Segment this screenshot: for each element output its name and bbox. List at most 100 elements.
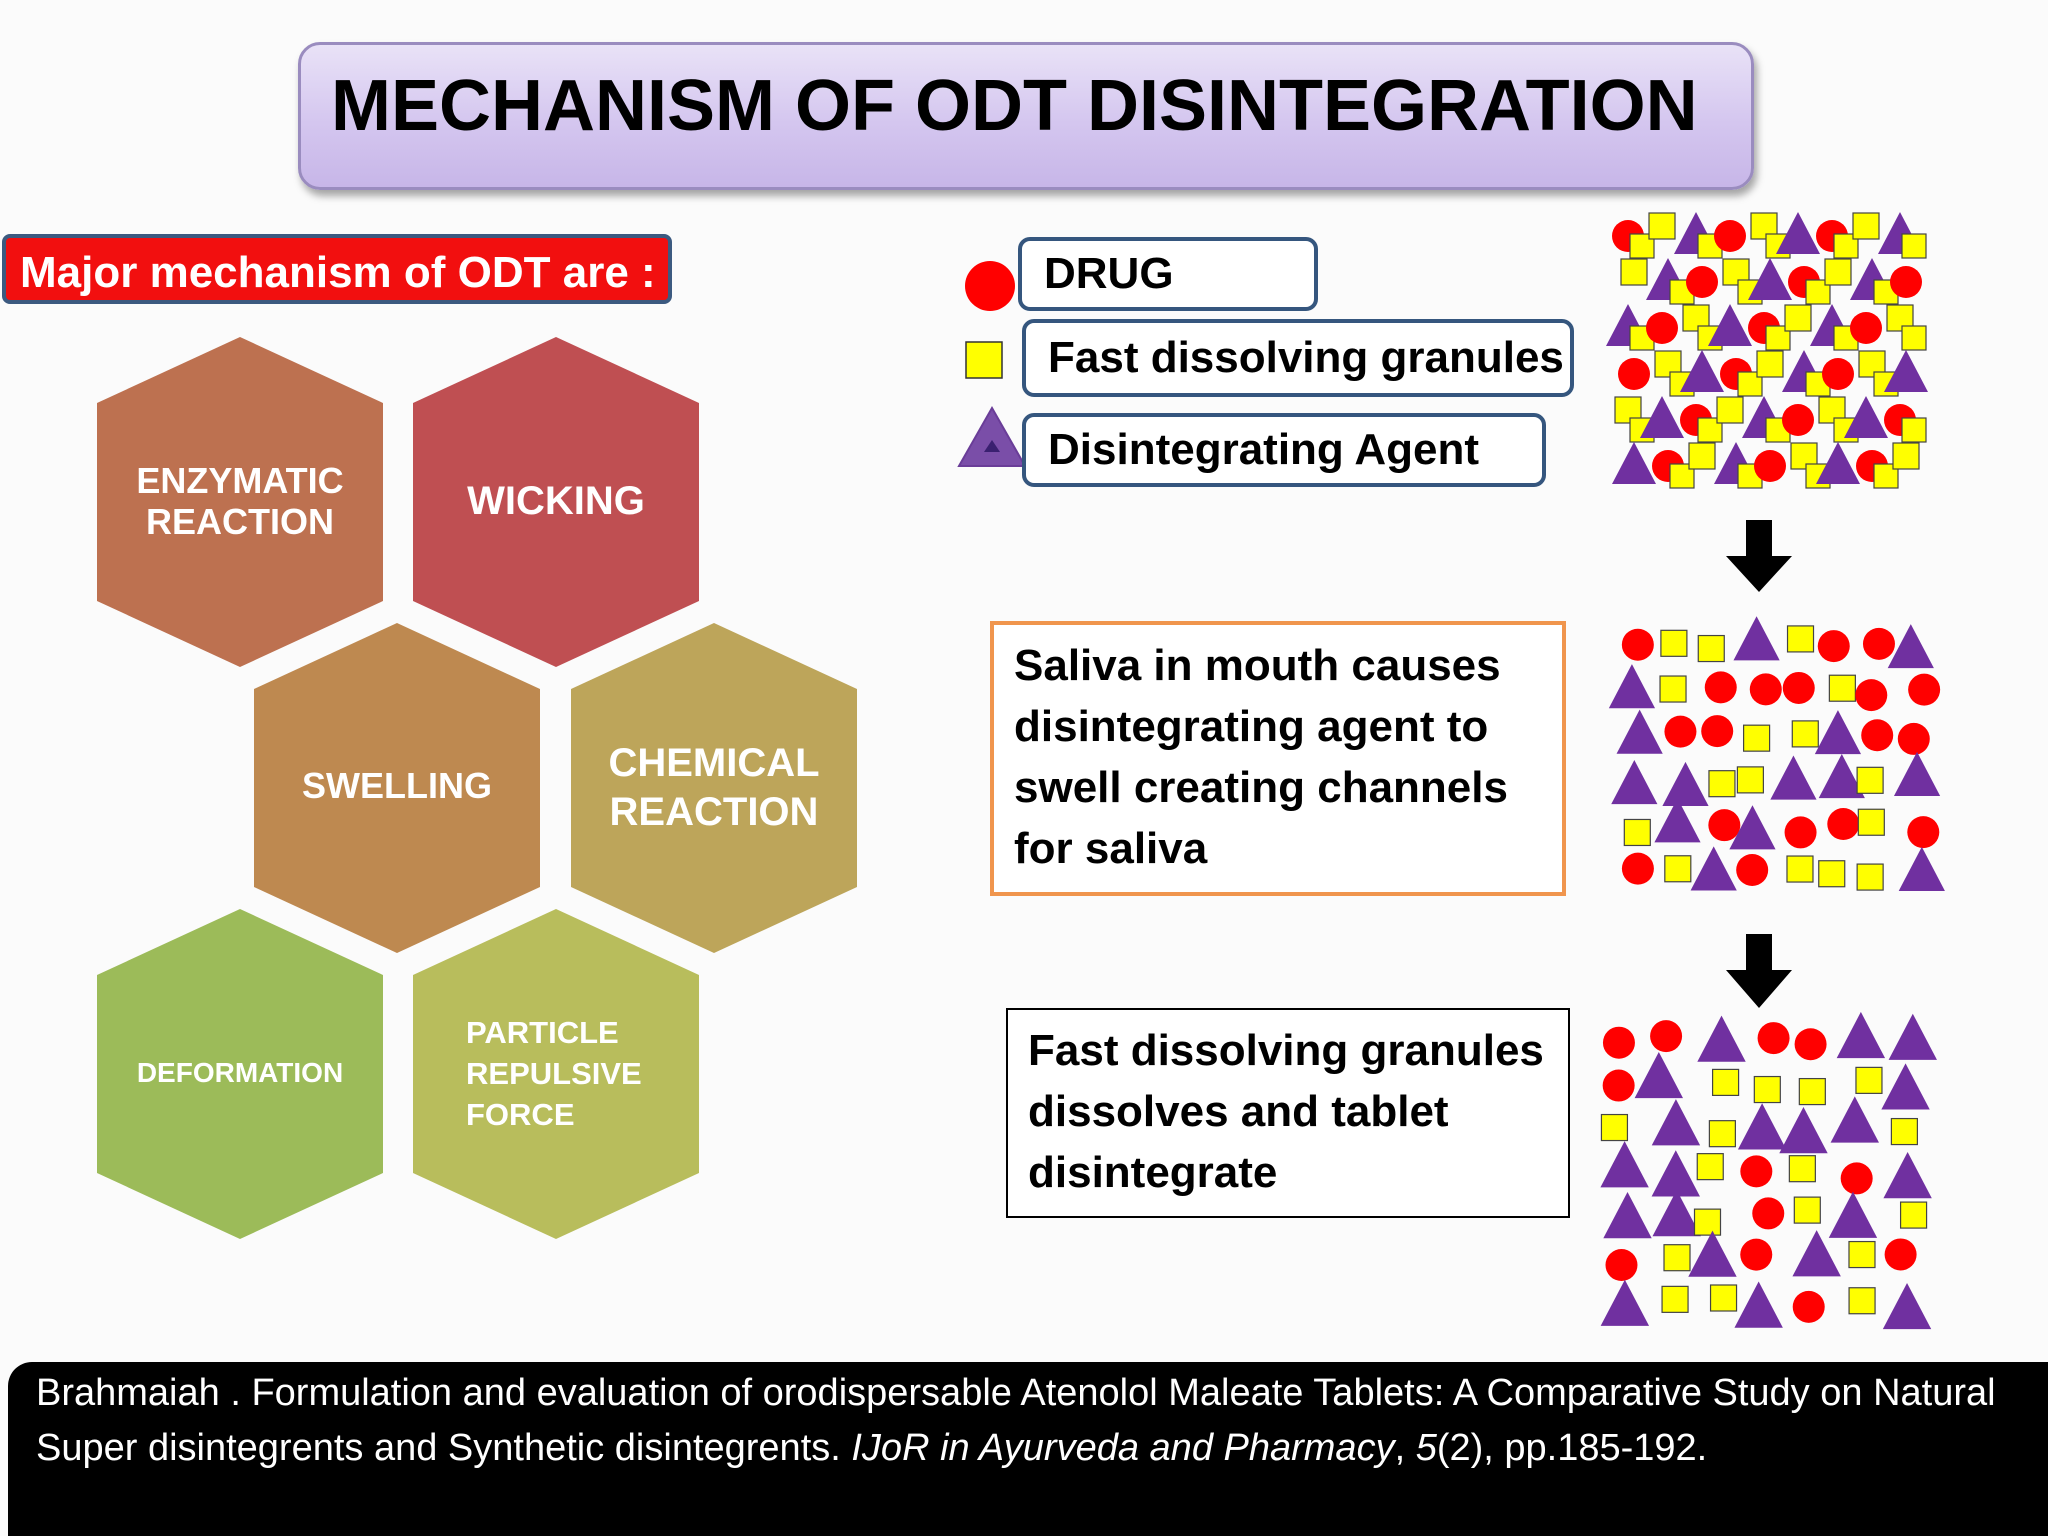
agent-particle: [1600, 1279, 1650, 1326]
agent-particle: [1734, 1281, 1783, 1328]
drug-particle: [1757, 1022, 1790, 1055]
agent-particle: [1898, 846, 1945, 891]
hex-label-chemical-1: CHEMICAL: [608, 741, 819, 785]
agent-particle: [1828, 1191, 1878, 1238]
granule-particle: [1742, 724, 1771, 752]
granule-particle: [1791, 720, 1819, 748]
granule-particle: [1711, 1068, 1740, 1097]
drug-particle: [1862, 627, 1895, 660]
drug-particle: [1621, 628, 1654, 661]
granule-particle: [1648, 212, 1676, 240]
hex-label-enzymatic-1: ENZYMATIC: [136, 460, 343, 501]
tablet-particle-cluster: [1606, 212, 1928, 489]
agent-particle: [1776, 212, 1820, 254]
granule-particle: [1708, 1120, 1736, 1148]
disintegrated-particle-cluster: [1600, 1011, 1937, 1330]
agent-particle: [1887, 624, 1934, 669]
granule-particle: [1716, 396, 1744, 424]
drug-particle: [1701, 715, 1734, 748]
legend-drug: DRUG: [1018, 237, 1318, 311]
major-mechanism-label: Major mechanism of ODT are :: [2, 234, 672, 304]
agent-marker-inner-icon: [984, 440, 1000, 452]
agent-particle: [1888, 1013, 1937, 1060]
granule-particle: [1708, 770, 1736, 798]
agent-particle: [1818, 754, 1865, 799]
granule-particle: [1901, 325, 1927, 351]
drug-particle: [1855, 679, 1888, 712]
agent-particle: [1884, 350, 1928, 392]
agent-particle: [1608, 664, 1656, 709]
drug-particle: [1664, 715, 1697, 748]
agent-particle: [1748, 258, 1792, 300]
granule-particle: [1756, 350, 1784, 378]
agent-particle: [1616, 709, 1663, 754]
hex-shape-particle: [413, 909, 699, 1239]
citation-pages: (2), pp.185-192.: [1436, 1427, 1708, 1469]
hex-label-swelling: SWELLING: [302, 765, 492, 806]
hex-shape-swelling: [254, 623, 540, 953]
drug-particle: [1749, 673, 1782, 706]
drug-particle: [1754, 450, 1786, 482]
drug-particle: [1714, 220, 1746, 252]
agent-particle: [1830, 1096, 1879, 1143]
agent-particle: [1603, 1192, 1652, 1239]
dissolve-step-box: Fast dissolving granules dissolves and t…: [1006, 1008, 1570, 1218]
drug-particle: [1602, 1069, 1635, 1102]
agent-particle: [1612, 442, 1656, 484]
drug-particle: [1822, 358, 1854, 390]
granule-particle: [1857, 808, 1885, 836]
hex-chemical-reaction: CHEMICAL REACTION: [571, 623, 857, 953]
agent-particle: [1600, 1141, 1649, 1188]
drug-particle: [1621, 852, 1654, 885]
drug-particle: [1850, 312, 1882, 344]
hex-wicking: WICKING: [413, 337, 699, 667]
drug-particle: [1618, 358, 1650, 390]
legend-granules: Fast dissolving granules: [1022, 319, 1574, 397]
granule-particle: [1818, 860, 1846, 888]
agent-particle: [1708, 304, 1752, 346]
agent-particle: [1733, 616, 1780, 661]
agent-particle: [1651, 1150, 1700, 1197]
granule-particle: [1901, 233, 1927, 259]
hex-label-particle-2: REPULSIVE: [466, 1056, 642, 1091]
granule-particle: [1753, 1075, 1781, 1104]
drug-particle: [1827, 808, 1860, 841]
citation-footer: Brahmaiah . Formulation and evaluation o…: [8, 1362, 2048, 1536]
granule-particle: [1824, 258, 1852, 286]
drug-particle: [1646, 312, 1678, 344]
hex-label-deformation: DEFORMATION: [137, 1057, 343, 1088]
drug-particle: [1708, 809, 1741, 842]
agent-particle: [1737, 1103, 1787, 1150]
granule-particle: [1786, 855, 1814, 883]
granule-marker-icon: [965, 341, 1003, 379]
granule-particle: [1892, 442, 1920, 470]
agent-particle: [1651, 1099, 1701, 1146]
agent-particle: [1779, 1107, 1828, 1154]
hex-label-particle-1: PARTICLE: [466, 1015, 619, 1050]
drug-particle: [1908, 673, 1941, 706]
agent-particle: [1844, 396, 1888, 438]
drug-particle: [1686, 266, 1718, 298]
hex-shape-wicking: [413, 337, 699, 667]
granule-particle: [1697, 634, 1725, 663]
granule-particle: [1858, 350, 1886, 378]
agent-particle: [1729, 805, 1776, 850]
swelling-particle-cluster: [1608, 616, 1945, 891]
agent-particle: [1662, 761, 1709, 807]
granule-particle: [1736, 766, 1764, 794]
hex-shape-deformation: [97, 909, 383, 1239]
granule-particle: [1901, 417, 1927, 443]
drug-particle: [1784, 816, 1817, 849]
agent-particle: [1697, 1015, 1746, 1062]
drug-particle: [1794, 1028, 1827, 1061]
agent-particle: [1893, 751, 1941, 796]
granule-particle: [1663, 1244, 1691, 1272]
hex-particle-repulsive-force: PARTICLE REPULSIVE FORCE: [413, 909, 699, 1239]
granule-particle: [1828, 674, 1856, 702]
agent-particle: [1816, 442, 1860, 484]
drug-particle: [1884, 1238, 1917, 1271]
agent-particle: [1792, 1230, 1841, 1277]
granule-particle: [1848, 1287, 1876, 1315]
granule-particle: [1899, 1201, 1928, 1229]
agent-particle: [1770, 755, 1817, 800]
